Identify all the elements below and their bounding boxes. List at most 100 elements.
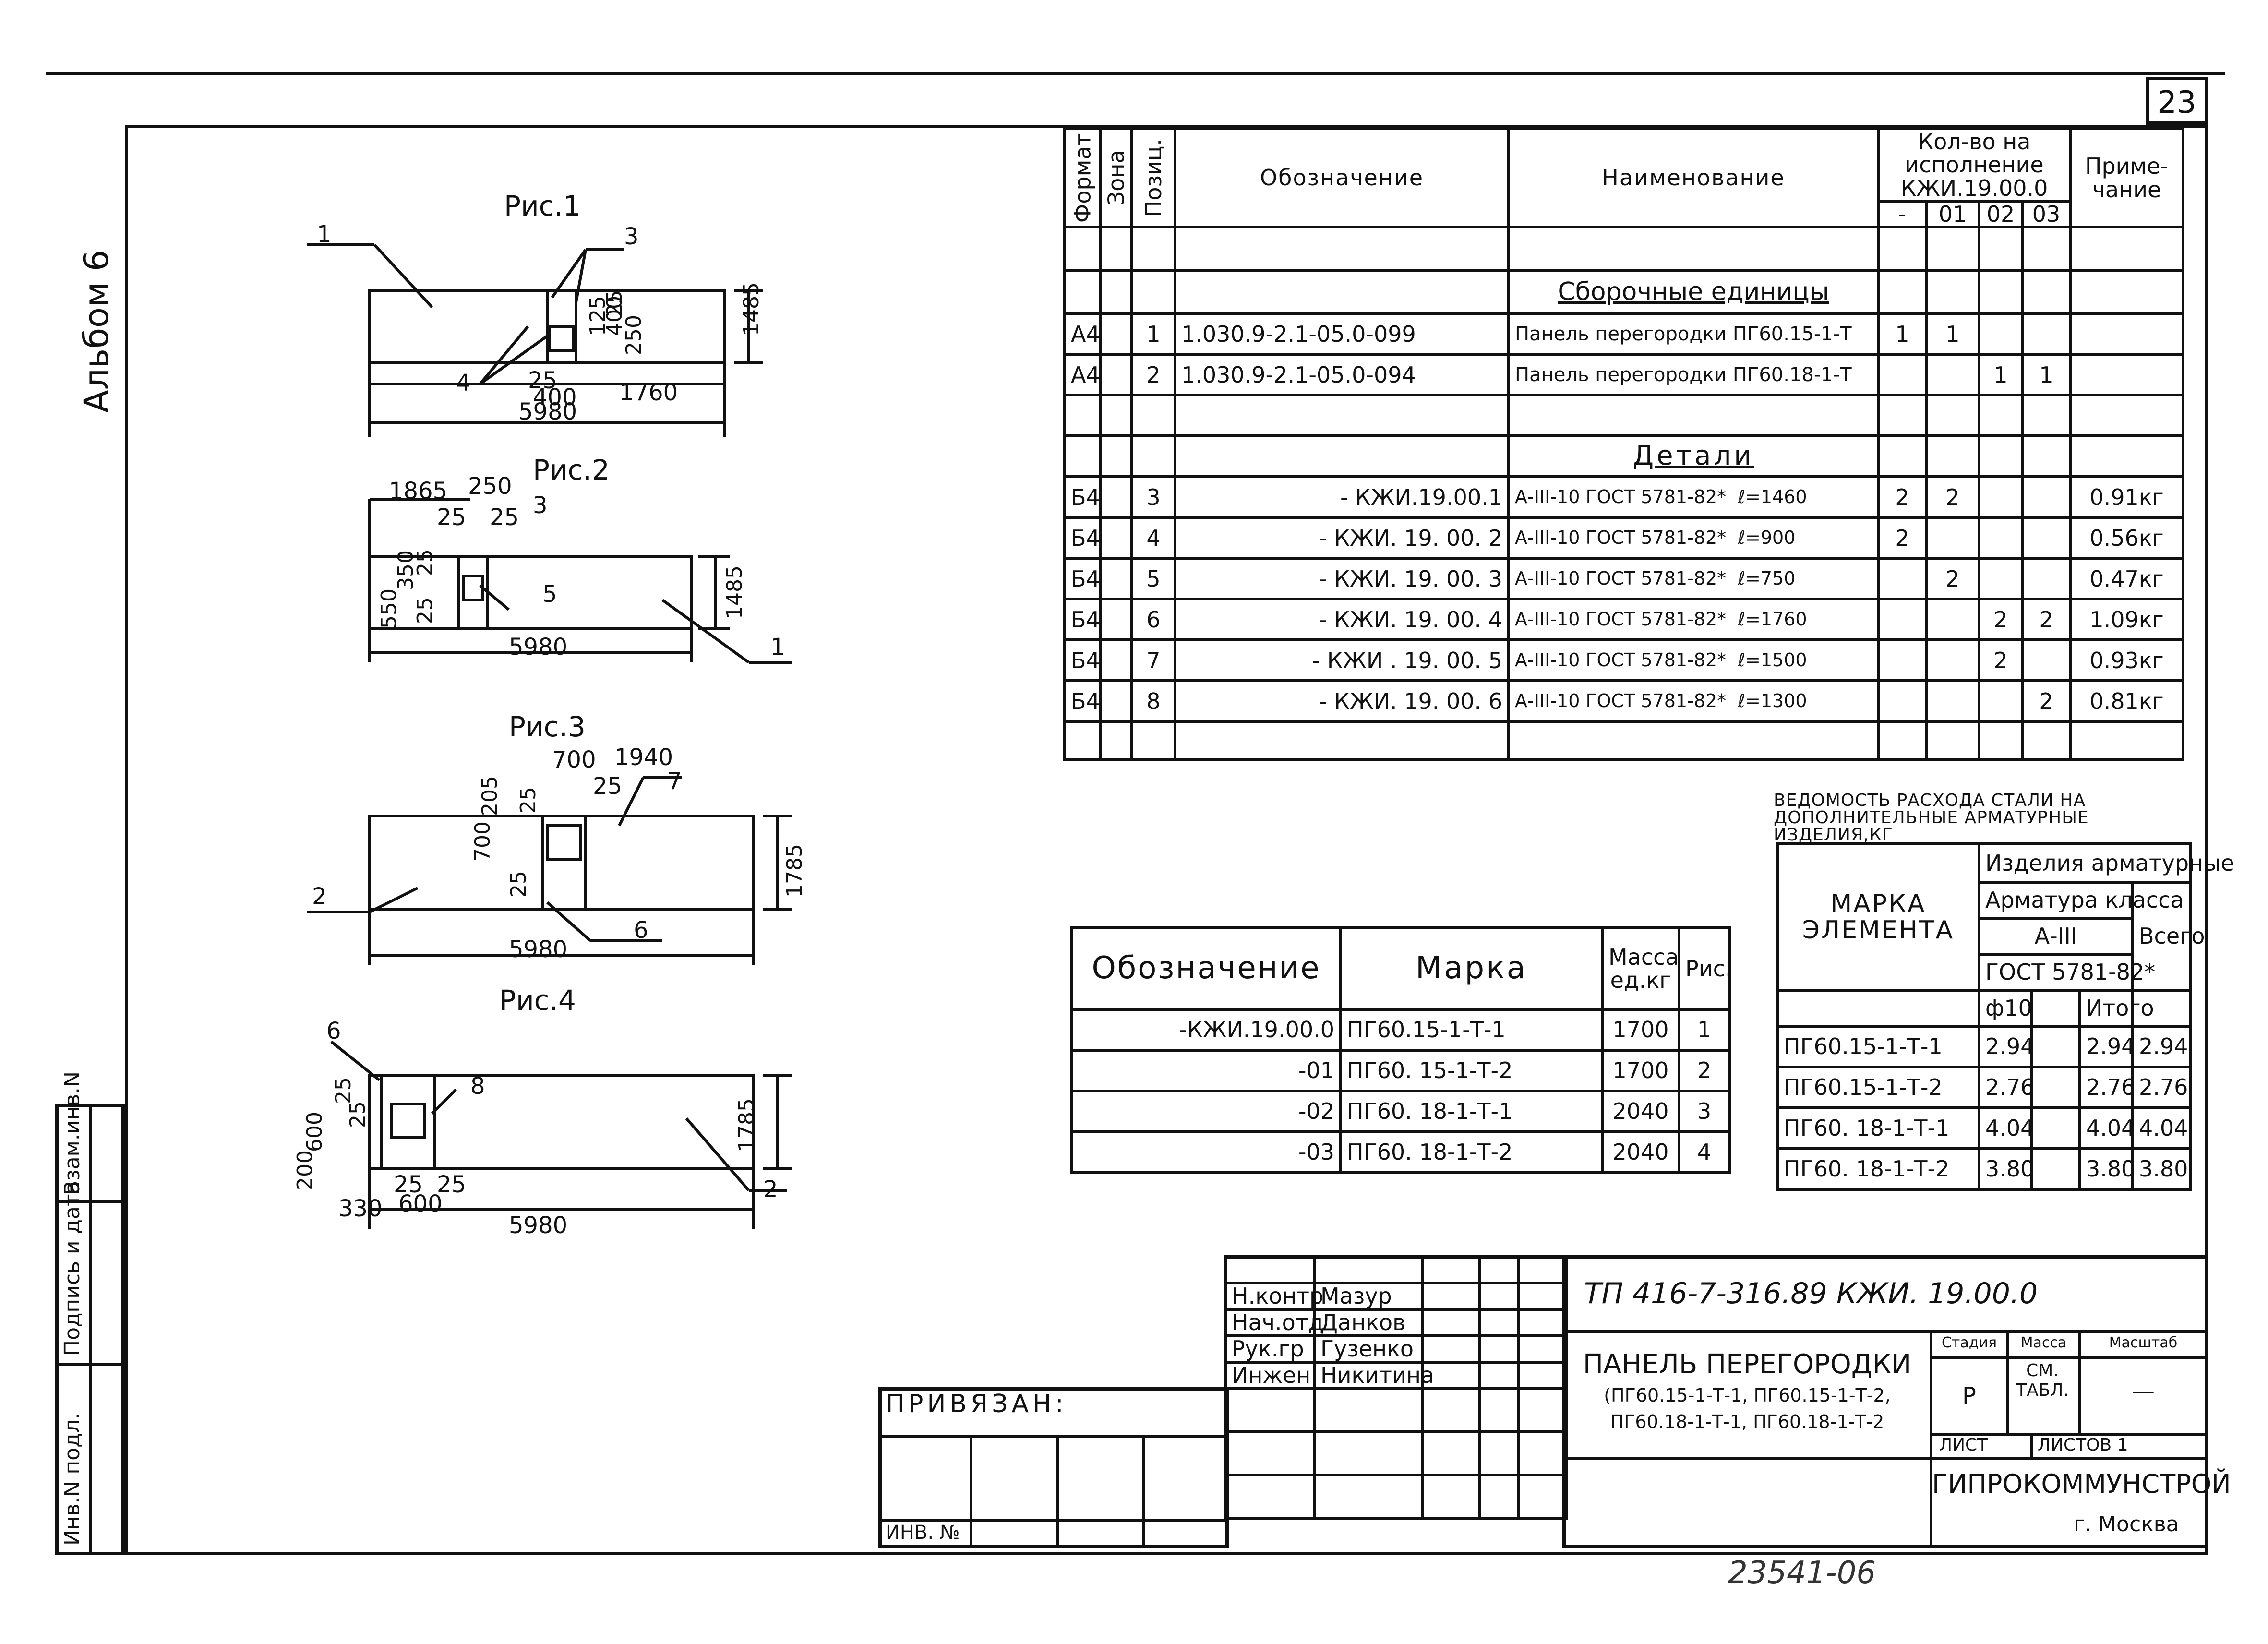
leader-number: 1 (770, 634, 785, 660)
dimension-label: 5980 (509, 634, 568, 660)
dimension-label: 25 (413, 549, 437, 576)
panel-outline (368, 815, 755, 911)
steel-class-header: Арматура класса (1978, 881, 2184, 920)
dimension-label: 25 (506, 871, 531, 898)
mass-value: См. табл. (2016, 1361, 2069, 1400)
specification-table: Формат Зона Позиц. Обозначение Наименова… (1063, 127, 2185, 762)
dimension-label: 1785 (734, 1098, 759, 1152)
section-title-details: Детали (1507, 434, 1880, 479)
figure-title: Рис.4 (499, 984, 576, 1017)
col-designation-header: Обозначение (1174, 127, 1510, 229)
table-row: ПГ60. 18-1-Т-1 4.04 4.04 4.04 (1776, 1106, 2192, 1150)
left-strip-row-line (55, 1363, 125, 1366)
table-row: Б4 6 - КЖИ. 19. 00. 4 А-III-10 ГОСТ 5781… (1063, 598, 2185, 642)
city-name: г. Москва (2074, 1512, 2179, 1536)
top-edge-line (46, 72, 2225, 75)
table-row: -01 ПГ60. 15-1-Т-2 1700 2 (1070, 1049, 1731, 1092)
dimension-label: 1485 (722, 565, 747, 619)
table-row: Б4 5 - КЖИ. 19. 00. 3 А-III-10 ГОСТ 5781… (1063, 557, 2185, 601)
dimension-label: 25 (516, 787, 540, 814)
dimension-label: 700 (552, 746, 596, 773)
steel-table-title: Ведомость расхода стали на дополнительны… (1774, 791, 2089, 845)
dimension-label: 25 (413, 597, 437, 624)
dimension-label: 1865 (389, 478, 448, 504)
opening-frame (548, 325, 575, 352)
section-title-assembly: Сборочные единицы (1507, 269, 1880, 315)
organization-name: Гипрокоммунстрой (1932, 1469, 2231, 1499)
dimension-label: 330 (338, 1195, 383, 1222)
col-format-header: Формат (1065, 129, 1101, 228)
marks-table: Обозначение Марка Масса ед.кг Рис. -КЖИ.… (1070, 926, 1732, 1174)
dimension-label: 25 (490, 504, 519, 531)
table-row: ПГ60. 18-1-Т-2 3.80 3.80 3.80 (1776, 1147, 2192, 1191)
steel-products-header: Изделия арматурные (1977, 842, 2234, 884)
qty-col-header: 03 (2020, 199, 2072, 229)
dimension-label: 250 (468, 473, 512, 500)
stage-header: Стадия (1941, 1334, 1997, 1351)
figure-title: Рис.3 (509, 710, 586, 743)
leader-number: 1 (317, 221, 332, 248)
table-row: Б4 8 - КЖИ. 19. 00. 6 А-III-10 ГОСТ 5781… (1063, 679, 2185, 723)
leader-number: 8 (470, 1073, 485, 1100)
leader-number: 3 (533, 492, 548, 519)
marks-designation-header: Обозначение (1070, 926, 1342, 1011)
table-row: ПГ60.15-1-Т-1 2.94 2.94 2.94 (1776, 1025, 2192, 1068)
qty-col-header: 02 (1978, 199, 2024, 229)
drawing-frame (125, 125, 2208, 1555)
leader-number: 3 (624, 223, 639, 250)
leader-number: 5 (542, 581, 557, 608)
opening-rebar (546, 289, 577, 364)
leader-number: 6 (634, 917, 648, 944)
col-pos-header: Позиц. (1132, 129, 1175, 228)
table-row: А4 2 1.030.9-2.1-05.0-094 Панель перегор… (1063, 353, 2185, 397)
dimension-label: 600 (398, 1190, 443, 1217)
figure-title: Рис.1 (504, 190, 581, 222)
leader-number: 4 (456, 370, 471, 396)
dimension-label: 200 (293, 1150, 317, 1190)
dimension-label: 550 (377, 588, 401, 629)
col-zone-header: Зона (1101, 129, 1132, 228)
dimension-label: 5980 (518, 398, 577, 425)
left-strip-divider (89, 1104, 92, 1555)
table-row: -03 ПГ60. 18-1-Т-2 2040 4 (1070, 1130, 1731, 1174)
steel-gost-header: ГОСТ 5781-82* (1978, 953, 2155, 992)
dimension-label: 5980 (509, 936, 568, 963)
dimension-label: 25 (593, 773, 623, 800)
mass-header: Масса (2020, 1334, 2067, 1351)
leader-number: 7 (667, 768, 682, 795)
linked-area (878, 1387, 1229, 1548)
dimension-label: 5980 (509, 1212, 568, 1239)
dimension-label: 125 (586, 296, 610, 336)
qty-col-header: 01 (1925, 199, 1980, 229)
dimension-label: 700 (470, 821, 495, 862)
steel-element-header: Марка элемента (1776, 842, 1980, 992)
sheet-header: Лист (1939, 1435, 1988, 1455)
col-name-header: Наименование (1507, 127, 1880, 229)
title-main (1562, 1255, 2208, 1548)
dimension-label: 25 (346, 1101, 370, 1128)
table-row: -02 ПГ60. 18-1-Т-1 2040 3 (1070, 1090, 1731, 1133)
dimension-label: 25 (437, 504, 467, 531)
figure-title: Рис.2 (533, 454, 610, 486)
col-qty-header: Кол-во на исполнение КЖИ.19.00.0 (1876, 127, 2072, 203)
document-subtitle: (ПГ60.15-1-Т-1, ПГ60.15-1-Т-2, (1604, 1385, 1891, 1406)
table-row: Б4 3 - КЖИ.19.00.1 А-III-10 ГОСТ 5781-82… (1063, 475, 2185, 519)
dimension-label: 25 (331, 1077, 356, 1104)
panel-outline (368, 1074, 755, 1170)
inventory-label: Инв. № (886, 1522, 960, 1544)
leader-number: 2 (312, 883, 327, 910)
document-code: ТП 416-7-316.89 КЖИ. 19.00.0 (1584, 1277, 2038, 1310)
col-note-header: Приме- чание (2069, 127, 2185, 229)
table-row: -КЖИ.19.00.0 ПГ60.15-1-Т-1 1700 1 (1070, 1008, 1731, 1052)
dimension-label: 205 (478, 776, 502, 816)
stage-value: Р (1962, 1382, 1976, 1409)
steel-grade-header: А-III (1978, 917, 2134, 956)
dimension-label: 600 (302, 1112, 327, 1152)
dimension-label: 250 (622, 315, 646, 355)
marks-fig-header: Рис. (1678, 926, 1732, 1011)
table-row: ПГ60.15-1-Т-2 2.76 2.76 2.76 (1776, 1066, 2192, 1109)
inventory-number: 23541-06 (1728, 1555, 1876, 1591)
document-title: Панель перегородки (1583, 1349, 1912, 1380)
